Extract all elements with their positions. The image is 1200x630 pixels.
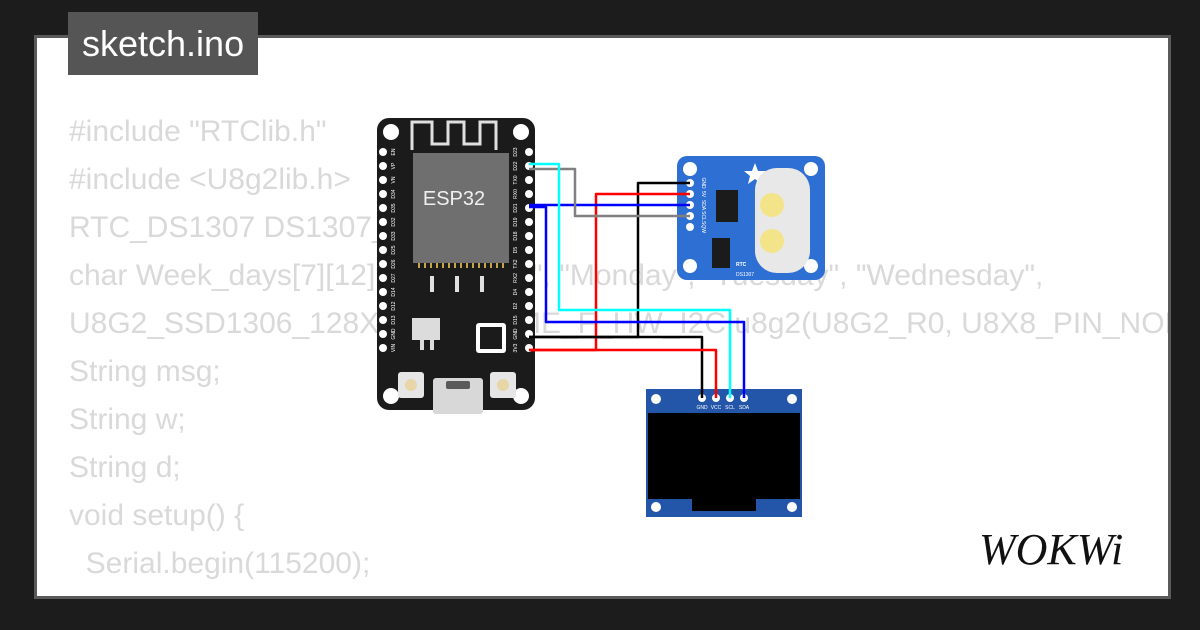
preview-card: #include "RTClib.h" #include <U8g2lib.h> R…: [34, 35, 1171, 599]
pin-label: D21: [513, 203, 519, 212]
pin-label: D32: [391, 217, 397, 226]
esp32-label: ESP32: [423, 188, 485, 210]
wire-rtc-vcc[interactable]: [529, 192, 690, 352]
pin-label: EN: [391, 148, 397, 155]
pin-label: D13: [391, 315, 397, 324]
wokwi-logo-text: WOKWi: [979, 525, 1123, 574]
pin-label: D2: [513, 303, 519, 310]
code-line: void setup() {: [69, 499, 245, 532]
file-title-tab[interactable]: sketch.ino: [68, 12, 259, 75]
pin-label: VIN: [391, 343, 397, 352]
pin-label: GND: [700, 177, 706, 189]
pin-label: D27: [391, 273, 397, 282]
pin-label: GND: [696, 405, 708, 411]
pin-label: RX2: [513, 273, 519, 283]
code-line: #include "RTClib.h": [69, 115, 327, 148]
pin-label: SCL: [700, 211, 706, 221]
pin-label: D26: [391, 259, 397, 268]
pin-label: VCC: [711, 405, 722, 411]
pin-label: D34: [391, 189, 397, 198]
pin-label: D22: [513, 161, 519, 170]
code-listing: #include "RTClib.h" #include <U8g2lib.h> R…: [69, 108, 1168, 596]
pin-label: SCL: [725, 405, 735, 411]
pin-label: D5: [513, 247, 519, 254]
wokwi-logo: WOKWi: [979, 525, 1123, 574]
pin-label: VP: [391, 162, 397, 169]
oled-screen: [648, 413, 800, 499]
wire-oled-vcc[interactable]: [529, 348, 718, 398]
pin-label: VN: [391, 176, 397, 183]
wire-rtc-scl[interactable]: [529, 167, 690, 218]
rtc-model-label: DS1307: [736, 272, 754, 278]
esp32-board[interactable]: ESP32: [377, 118, 535, 414]
pin-label: SQW: [700, 221, 706, 233]
pin-label: D18: [513, 231, 519, 240]
pin-label: D25: [391, 245, 397, 254]
code-line: Serial.begin(115200);: [69, 547, 371, 580]
pin-label: D12: [391, 301, 397, 310]
esp32-pins-right[interactable]: [525, 148, 533, 352]
pin-label: RX0: [513, 189, 519, 199]
code-line: #include <U8g2lib.h>: [69, 163, 351, 196]
code-line: if(!DS1307_RTC.begin()) {: [69, 588, 1168, 596]
pin-label: D19: [513, 217, 519, 226]
pin-label: SDA: [700, 200, 706, 211]
wire-oled-sda[interactable]: [529, 205, 746, 398]
code-line: String msg;: [69, 355, 221, 388]
pin-label: D15: [513, 315, 519, 324]
code-line: String d;: [69, 451, 181, 484]
rtc-label: RTC: [736, 262, 747, 268]
pin-label: GND: [513, 328, 519, 340]
pin-label: GND: [391, 328, 397, 340]
code-line: String w;: [69, 403, 186, 436]
esp32-pins-left[interactable]: [379, 148, 387, 352]
pin-label: D33: [391, 231, 397, 240]
pin-label: 3V3: [513, 343, 519, 352]
wire-oled-scl[interactable]: [529, 162, 732, 398]
wires: [529, 162, 746, 398]
pin-label: TX0: [513, 175, 519, 184]
pin-label: D14: [391, 287, 397, 296]
pin-label: 5V: [700, 191, 706, 198]
pin-label: D35: [391, 203, 397, 212]
wire-oled-gnd[interactable]: [529, 335, 704, 398]
pin-label: TX2: [513, 259, 519, 268]
pin-label: SDA: [739, 405, 750, 411]
pin-label: D23: [513, 147, 519, 156]
pin-label: D4: [513, 289, 519, 296]
